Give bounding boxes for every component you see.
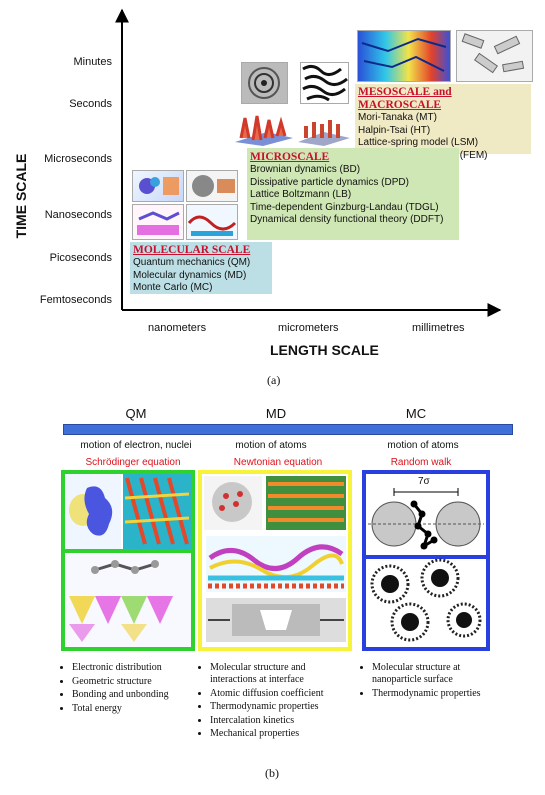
microscale-line: Lattice Boltzmann (LB) bbox=[250, 189, 352, 200]
column-head-md: MD bbox=[265, 406, 287, 421]
list-item: Molecular structure and interactions at … bbox=[210, 662, 354, 686]
md-illustration bbox=[204, 476, 346, 642]
list-item: Electronic distribution bbox=[72, 662, 198, 674]
qm-panel bbox=[61, 470, 195, 651]
microscale-line: Time-dependent Ginzburg-Landau (TDGL) bbox=[250, 201, 439, 213]
interface-image bbox=[132, 204, 184, 240]
y-tick: Minutes bbox=[73, 56, 112, 68]
motion-md: motion of atoms bbox=[235, 440, 307, 451]
mc-illustration bbox=[366, 488, 486, 642]
list-item: Thermodynamic properties bbox=[372, 688, 496, 700]
composite-mesh-image bbox=[456, 30, 533, 82]
polymer-chain-image bbox=[186, 204, 238, 240]
qm-illustration bbox=[65, 474, 191, 647]
molecular-structure-image bbox=[132, 170, 184, 202]
mesoscale-box: MESOSCALE and MACROSCALE Mori-Tanaka (MT… bbox=[355, 84, 531, 161]
mc-bullets: Molecular structure at nanoparticle surf… bbox=[358, 662, 496, 701]
list-item: Mechanical properties bbox=[210, 728, 354, 740]
caption-b: (b) bbox=[265, 766, 279, 780]
y-tick: Picoseconds bbox=[49, 252, 112, 264]
md-bullets: Molecular structure and interactions at … bbox=[196, 662, 354, 742]
list-item: Thermodynamic properties bbox=[210, 701, 354, 713]
mesoscale-line: Mori-Tanaka (MT) bbox=[358, 112, 437, 123]
pillar-surface-image bbox=[296, 108, 351, 148]
molecular-title: MOLECULAR SCALE bbox=[133, 244, 251, 256]
list-item: Geometric structure bbox=[72, 676, 198, 688]
x-tick: nanometers bbox=[148, 322, 207, 334]
mesoscale-line: Halpin-Tsai (HT) bbox=[358, 124, 431, 136]
stress-field-image bbox=[357, 30, 451, 82]
microscale-line: Dissipative particle dynamics (DPD) bbox=[250, 176, 409, 188]
list-item: Total energy bbox=[72, 703, 198, 715]
microscale-box: MICROSCALE Brownian dynamics (BD) Dissip… bbox=[247, 148, 459, 240]
md-panel bbox=[198, 470, 352, 651]
y-tick: Microseconds bbox=[44, 153, 112, 165]
microscale-line: Dynamical density functional theory (DDF… bbox=[250, 214, 444, 225]
x-tick: micrometers bbox=[278, 322, 339, 334]
microscale-title: MICROSCALE bbox=[250, 151, 330, 163]
method-bar bbox=[63, 424, 513, 435]
column-head-mc: MC bbox=[405, 406, 427, 421]
x-axis-title: LENGTH SCALE bbox=[270, 342, 379, 358]
molecular-scale-box: MOLECULAR SCALE Quantum mechanics (QM) M… bbox=[130, 242, 272, 294]
list-item: Atomic diffusion coefficient bbox=[210, 688, 354, 700]
molecular-line: Monte Carlo (MC) bbox=[133, 282, 213, 293]
mesoscale-line: Lattice-spring model (LSM) bbox=[358, 137, 479, 148]
y-tick: Seconds bbox=[69, 98, 112, 110]
molecular-line: Molecular dynamics (MD) bbox=[133, 269, 247, 281]
y-tick: Nanoseconds bbox=[44, 209, 112, 221]
y-tick: Femtoseconds bbox=[39, 294, 112, 306]
equation-qm: Schrödinger equation bbox=[85, 457, 181, 468]
phase-pattern-image bbox=[300, 62, 349, 104]
caption-a: (a) bbox=[267, 373, 281, 387]
spinodal-ring-image bbox=[241, 62, 288, 104]
equation-md: Newtonian equation bbox=[233, 457, 323, 468]
wave-surface-image bbox=[233, 108, 295, 148]
axes bbox=[115, 8, 502, 317]
x-tick: millimetres bbox=[412, 322, 465, 334]
column-head-qm: QM bbox=[125, 406, 147, 421]
motion-mc: motion of atoms bbox=[387, 440, 459, 451]
molecular-line: Quantum mechanics (QM) bbox=[133, 257, 251, 268]
list-item: Intercalation kinetics bbox=[210, 715, 354, 727]
list-item: Bonding and unbonding bbox=[72, 689, 198, 701]
equation-mc: Random walk bbox=[390, 457, 452, 468]
microscale-line: Brownian dynamics (BD) bbox=[250, 164, 361, 175]
mc-panel: 7σ bbox=[362, 470, 490, 651]
list-item: Molecular structure at nanoparticle surf… bbox=[372, 662, 496, 686]
mesoscale-title: MESOSCALE and MACROSCALE bbox=[358, 86, 452, 111]
sigma-label: 7σ bbox=[418, 476, 430, 487]
nanoparticle-image bbox=[186, 170, 238, 202]
motion-qm: motion of electron, nuclei bbox=[80, 440, 192, 451]
qm-bullets: Electronic distribution Geometric struct… bbox=[58, 662, 198, 716]
